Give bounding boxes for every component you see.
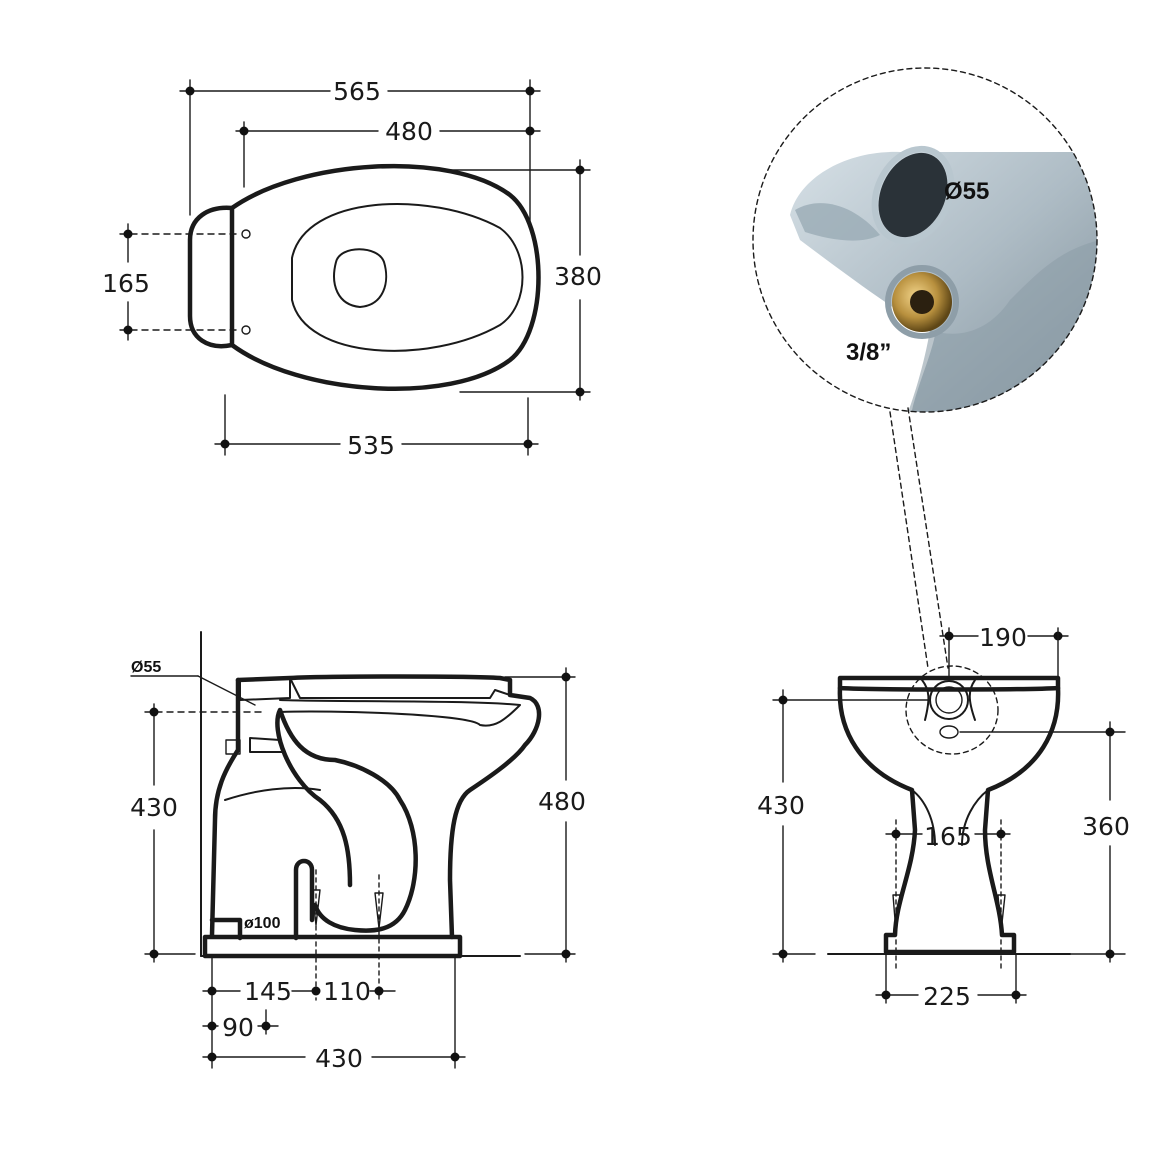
side-label-outlet: ø100 <box>244 915 281 932</box>
top-view: 565 480 380 165 535 <box>102 77 602 460</box>
dim-430-side-depth: 430 <box>315 1044 363 1073</box>
dim-430-front: 430 <box>757 791 805 820</box>
dim-565: 565 <box>333 77 381 106</box>
dim-480-top: 480 <box>385 117 433 146</box>
top-outlet <box>333 248 388 308</box>
side-body-front <box>235 674 542 940</box>
detail-view: Ø55 3/8” <box>752 67 1098 669</box>
detail-label-thread: 3/8” <box>846 339 891 366</box>
dim-380: 380 <box>554 262 602 291</box>
detail-label-inlet: Ø55 <box>944 178 989 205</box>
top-inner-rim <box>291 202 524 352</box>
side-label-inlet: Ø55 <box>131 659 161 676</box>
detail-inlet-opening <box>878 152 948 238</box>
side-view: Ø55 ø100 430 480 <box>130 631 586 1073</box>
side-trap <box>275 707 418 933</box>
dim-165-top: 165 <box>102 269 150 298</box>
front-bowl <box>837 685 1061 955</box>
dim-225: 225 <box>923 982 971 1011</box>
dim-430-side-height: 430 <box>130 793 178 822</box>
front-rim <box>837 675 1061 692</box>
dim-480-side: 480 <box>538 787 586 816</box>
hinge-hole-bottom <box>241 325 251 335</box>
dim-535: 535 <box>347 431 395 460</box>
side-base <box>202 934 463 959</box>
front-view: 190 430 360 165 225 <box>757 623 1130 1011</box>
dim-145: 145 <box>244 977 292 1006</box>
detail-circle-border <box>752 67 1098 413</box>
side-outlet <box>209 858 315 941</box>
dim-110: 110 <box>323 977 371 1006</box>
dim-360: 360 <box>1082 812 1130 841</box>
dim-165-front: 165 <box>924 822 972 851</box>
side-body-back <box>209 677 241 938</box>
dim-90: 90 <box>222 1013 254 1042</box>
top-bowl-outline <box>229 163 541 391</box>
dim-190: 190 <box>979 623 1027 652</box>
hinge-hole-top <box>241 229 251 239</box>
top-rear-block <box>187 205 235 349</box>
